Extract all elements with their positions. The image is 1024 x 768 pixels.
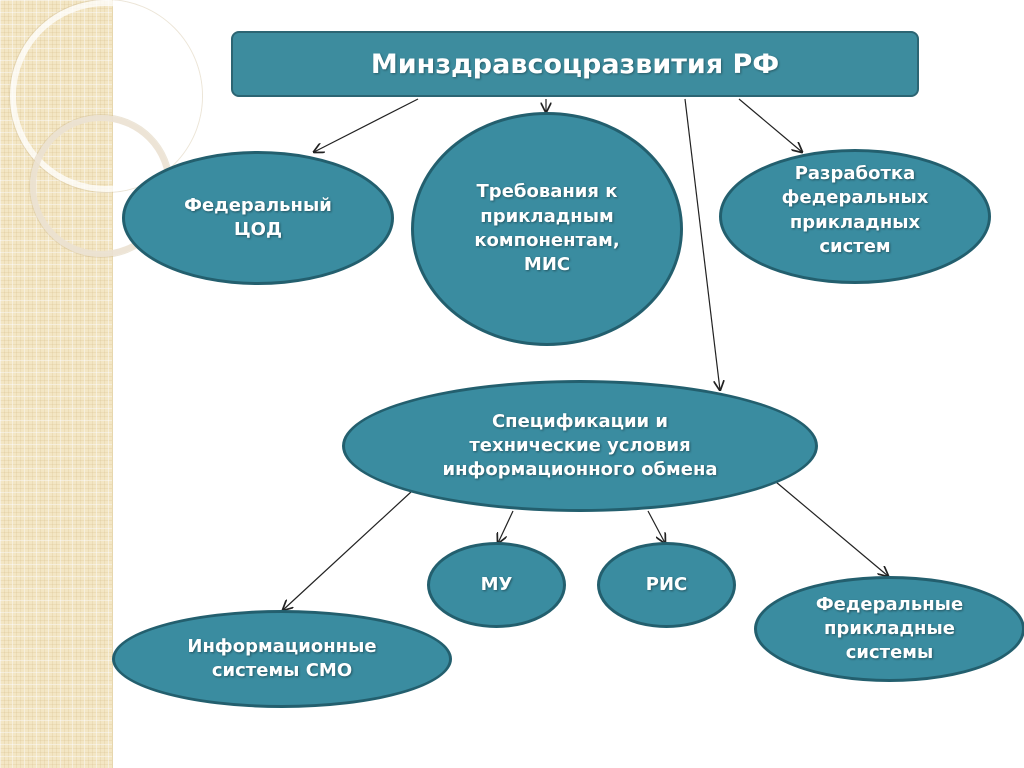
arrow-to-fed-apps	[775, 481, 888, 576]
node-federal-applied-systems: Федеральные прикладные системы	[754, 576, 1024, 682]
node-mu: МУ	[427, 542, 566, 628]
arrow-to-is-smo	[283, 491, 412, 610]
arrow-to-mu	[498, 510, 514, 543]
node-development-federal-systems: Разработка федеральных прикладных систем	[719, 149, 991, 284]
arrow-to-ris	[647, 510, 665, 543]
node-specifications: Спецификации и технические условия инфор…	[342, 380, 818, 512]
node-information-systems-smo: Информационные системы СМО	[112, 610, 452, 708]
ministry-title-box: Минздравсоцразвития РФ	[231, 31, 919, 97]
arrow-to-development	[738, 98, 802, 152]
node-federal-cod: Федеральный ЦОД	[122, 151, 394, 285]
arrow-to-fed-cod	[314, 98, 419, 152]
node-ris: РИС	[597, 542, 736, 628]
arrow-to-specifications	[684, 98, 720, 390]
ministry-title: Минздравсоцразвития РФ	[370, 48, 780, 80]
node-requirements-mis: Требования к прикладным компонентам, МИС	[411, 112, 683, 346]
